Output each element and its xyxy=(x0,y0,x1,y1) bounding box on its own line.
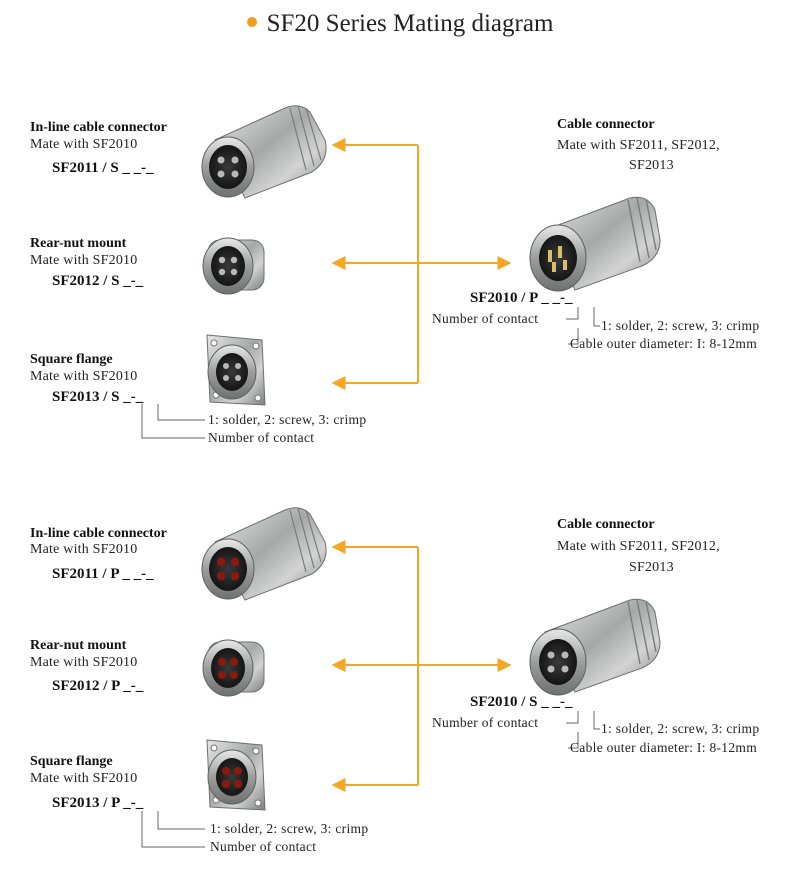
top-inline-model: SF2011 / S _ _-_ xyxy=(52,160,154,176)
top-square-model: SF2013 / S _-_ xyxy=(52,389,144,405)
top-right-diameter-note: Cable outer diameter: I: 8-12mm xyxy=(570,336,757,351)
bottom-left-termination-note: 1: solder, 2: screw, 3: crimp xyxy=(210,821,369,836)
top-rearnut-title: Rear-nut mount xyxy=(30,236,127,251)
page-title: SF20 Series Mating diagram xyxy=(0,10,800,38)
bottom-rearnut-model: SF2012 / P _-_ xyxy=(52,678,144,694)
bottom-right-mate2: SF2013 xyxy=(629,560,674,575)
bottom-square-title: Square flange xyxy=(30,754,113,769)
top-right-title: Cable connector xyxy=(557,117,655,132)
top-mating-arrows xyxy=(331,138,512,390)
bullet-dot-icon xyxy=(246,17,257,28)
top-rearnut-model: SF2012 / S _-_ xyxy=(52,273,144,289)
bottom-inline-plug-icon xyxy=(201,507,327,601)
top-rearnut-socket-icon xyxy=(202,237,265,295)
bottom-rearnut-plug-icon xyxy=(202,639,265,697)
top-right-contacts-note: Number of contact xyxy=(432,311,539,326)
top-inline-socket-icon xyxy=(201,105,327,199)
bottom-right-title: Cable connector xyxy=(557,517,655,532)
top-square-socket-icon xyxy=(206,334,266,406)
bottom-inline-model: SF2011 / P _ _-_ xyxy=(52,566,154,582)
top-inline-mate: Mate with SF2010 xyxy=(30,137,138,152)
top-left-contacts-note: Number of contact xyxy=(208,430,315,445)
top-right-mate2: SF2013 xyxy=(629,158,674,173)
bottom-right-mate1: Mate with SF2011, SF2012, xyxy=(557,539,720,554)
bottom-mating-arrows xyxy=(331,540,512,792)
bottom-right-termination-note: 1: solder, 2: screw, 3: crimp xyxy=(601,721,760,736)
top-right-mate1: Mate with SF2011, SF2012, xyxy=(557,138,720,153)
top-right-model: SF2010 / P _ _-_ xyxy=(470,290,573,306)
bottom-rearnut-mate: Mate with SF2010 xyxy=(30,655,138,670)
top-right-termination-note: 1: solder, 2: screw, 3: crimp xyxy=(601,318,760,333)
bottom-right-contacts-note: Number of contact xyxy=(432,715,539,730)
bottom-inline-title: In-line cable connector xyxy=(30,526,167,541)
page-title-text: SF20 Series Mating diagram xyxy=(266,10,554,37)
callout-lines xyxy=(141,307,600,848)
bottom-square-plug-icon xyxy=(206,739,266,811)
top-square-title: Square flange xyxy=(30,352,113,367)
top-inline-title: In-line cable connector xyxy=(30,120,167,135)
bottom-cable-socket-icon xyxy=(529,598,661,696)
bottom-square-mate: Mate with SF2010 xyxy=(30,771,138,786)
top-square-mate: Mate with SF2010 xyxy=(30,369,138,384)
bottom-inline-mate: Mate with SF2010 xyxy=(30,542,138,557)
bottom-square-model: SF2013 / P _-_ xyxy=(52,795,144,811)
top-cable-plug-icon xyxy=(529,196,661,292)
bottom-rearnut-title: Rear-nut mount xyxy=(30,638,127,653)
top-left-termination-note: 1: solder, 2: screw, 3: crimp xyxy=(208,412,367,427)
bottom-left-contacts-note: Number of contact xyxy=(210,839,317,854)
top-rearnut-mate: Mate with SF2010 xyxy=(30,253,138,268)
bottom-right-diameter-note: Cable outer diameter: I: 8-12mm xyxy=(570,740,757,755)
bottom-right-model: SF2010 / S _ _-_ xyxy=(470,694,573,710)
